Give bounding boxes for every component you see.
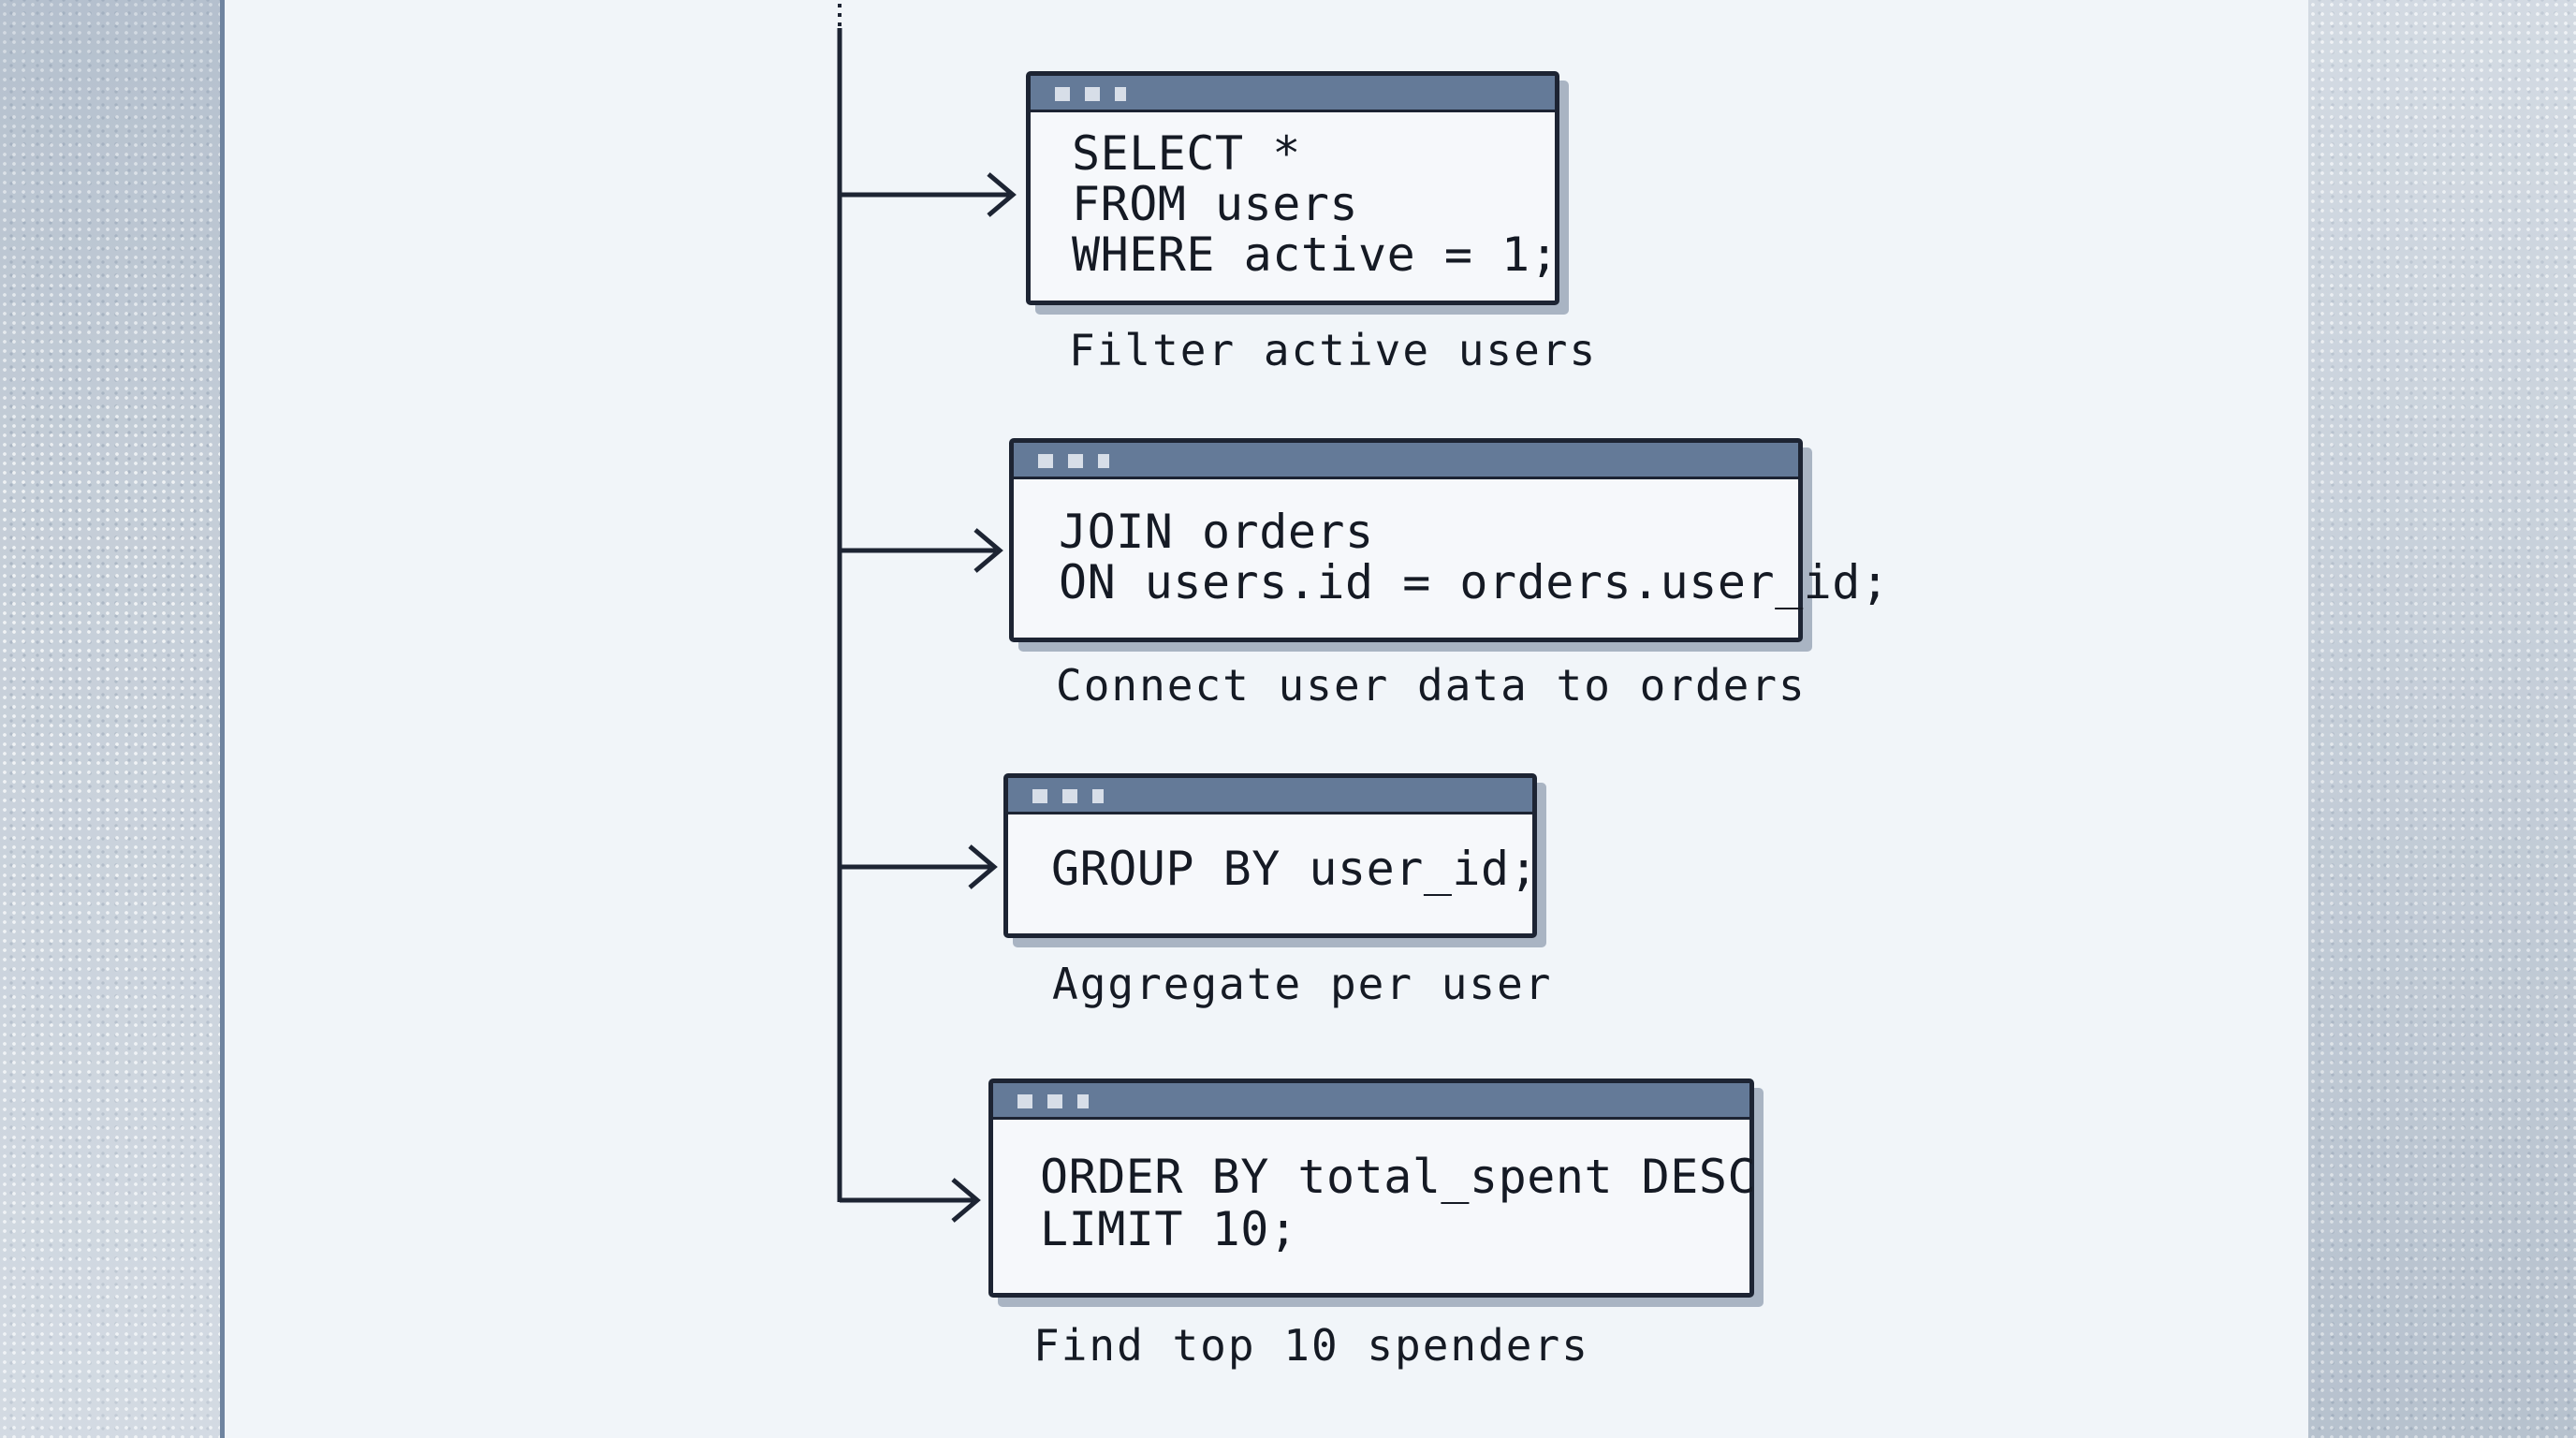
window-control-dot-icon [1085, 87, 1100, 101]
left-side-panel [0, 0, 225, 1438]
sql-code-order-by: ORDER BY total_spent DESC LIMIT 10; [1040, 1150, 1757, 1256]
arrow-2 [840, 528, 1003, 573]
window-control-dot-icon [1055, 87, 1070, 101]
caption-connect-user-data: Connect user data to orders [1056, 660, 1807, 711]
caption-aggregate-per-user: Aggregate per user [1052, 959, 1553, 1009]
caption-find-top-spenders: Find top 10 spenders [1033, 1320, 1589, 1371]
window-titlebar [1014, 443, 1798, 479]
sql-window-join: JOIN orders ON users.id = orders.user_id… [1009, 438, 1889, 642]
window-control-dot-icon [1092, 789, 1104, 803]
window-control-dot-icon [1032, 789, 1047, 803]
window-control-dot-icon [1068, 454, 1083, 468]
window-titlebar [993, 1083, 1749, 1120]
window-control-dot-icon [1047, 1094, 1062, 1108]
window-control-dot-icon [1038, 454, 1053, 468]
arrow-4 [840, 1178, 981, 1223]
sql-window-select: SELECT * FROM users WHERE active = 1; [1026, 71, 1559, 305]
window-control-dot-icon [1062, 789, 1077, 803]
arrow-3 [840, 844, 998, 889]
window-control-dot-icon [1077, 1094, 1089, 1108]
right-side-panel [2308, 0, 2576, 1438]
sql-window-group-by: GROUP BY user_id; [1003, 773, 1539, 938]
sql-code-group-by: GROUP BY user_id; [1051, 842, 1539, 896]
caption-filter-active-users: Filter active users [1069, 325, 1598, 375]
sql-window-order-by: ORDER BY total_spent DESC LIMIT 10; [988, 1078, 1757, 1298]
window-control-dot-icon [1098, 454, 1109, 468]
sql-code-join: JOIN orders ON users.id = orders.user_id… [1059, 505, 1890, 609]
window-control-dot-icon [1115, 87, 1126, 101]
window-titlebar [1008, 778, 1532, 814]
window-titlebar [1031, 76, 1555, 112]
arrow-1 [840, 172, 1017, 217]
window-control-dot-icon [1017, 1094, 1032, 1108]
sql-code-select: SELECT * FROM users WHERE active = 1; [1072, 126, 1559, 282]
